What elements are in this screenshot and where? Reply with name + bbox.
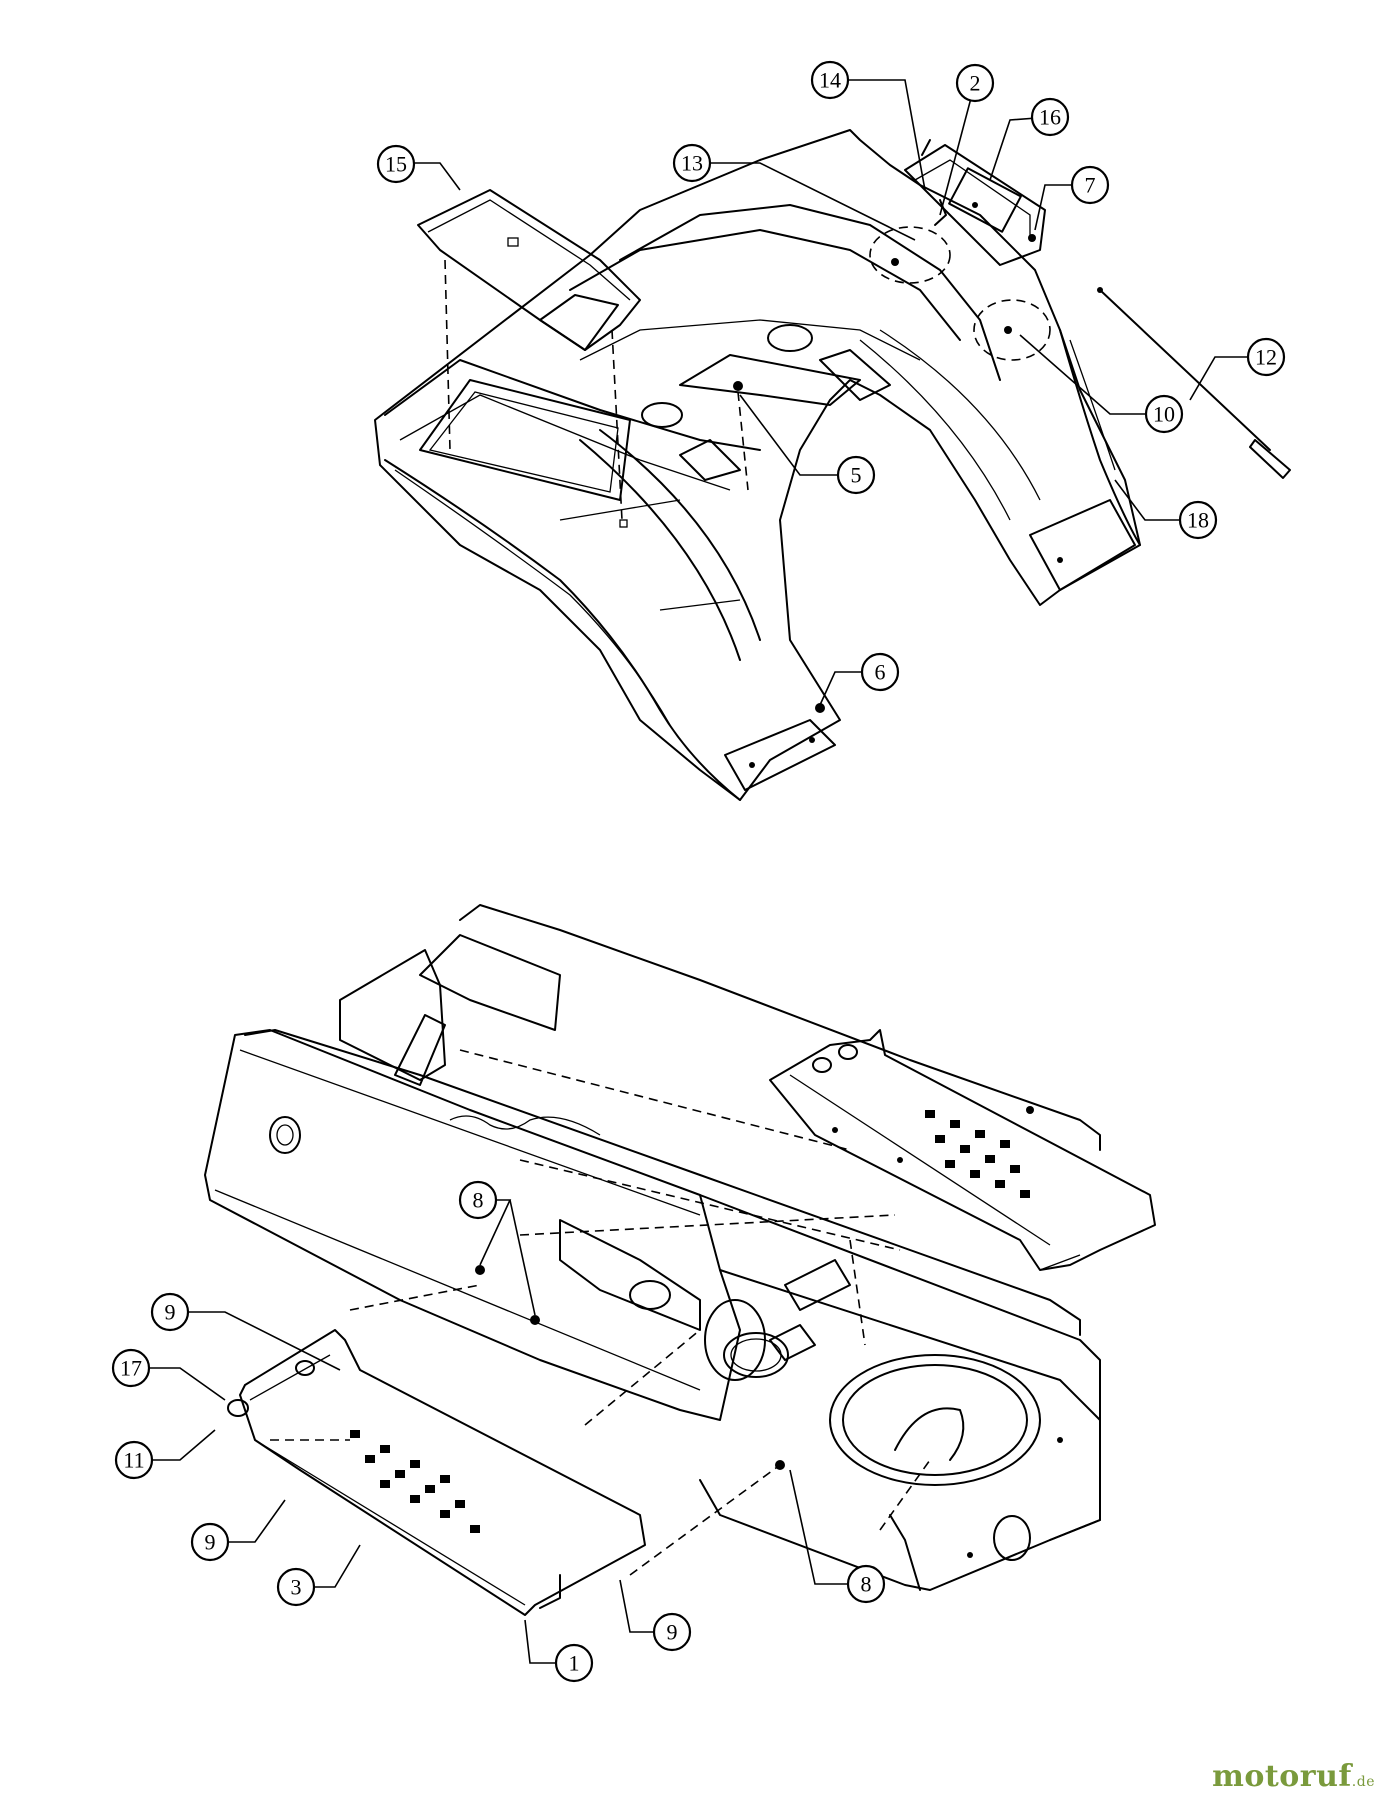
bolt-12 — [1097, 287, 1291, 479]
callout-15: 15 — [376, 144, 416, 184]
leader-lines — [148, 79, 1248, 1664]
fender-body — [374, 129, 1141, 801]
callout-6-label: 6 — [875, 660, 886, 685]
left-floor-plate — [227, 1329, 646, 1616]
callout-16: 16 — [1030, 97, 1070, 137]
callout-8-bottom: 8 — [846, 1564, 886, 1604]
callout-3-label: 3 — [291, 1575, 302, 1600]
right-floor-plate — [769, 1029, 1156, 1271]
switch-bracket — [904, 139, 1046, 266]
callout-9-bottom-label: 9 — [667, 1620, 678, 1645]
callout-12: 12 — [1246, 337, 1286, 377]
frame — [204, 904, 1101, 1591]
bolt-5 — [733, 381, 743, 391]
callout-5: 5 — [836, 455, 876, 495]
callout-11-label: 11 — [123, 1448, 144, 1473]
watermark-logo: motoruf.de — [1212, 1759, 1375, 1794]
callout-17-label: 17 — [120, 1356, 142, 1381]
callout-7: 7 — [1070, 165, 1110, 205]
callout-11: 11 — [114, 1440, 154, 1480]
callout-9-mid: 9 — [190, 1522, 230, 1562]
bolt-5-dash — [737, 391, 749, 491]
callout-10: 10 — [1144, 394, 1184, 434]
callout-9-bottom: 9 — [652, 1612, 692, 1652]
callout-14: 14 — [810, 60, 850, 100]
watermark-main: motoruf — [1212, 1759, 1352, 1794]
seat-pan — [417, 189, 641, 528]
callout-15-label: 15 — [385, 152, 407, 177]
callout-18-label: 18 — [1187, 508, 1209, 533]
callout-3: 3 — [276, 1567, 316, 1607]
callout-18: 18 — [1178, 500, 1218, 540]
callout-6: 6 — [860, 652, 900, 692]
callout-13: 13 — [672, 143, 712, 183]
callout-1-label: 1 — [569, 1651, 580, 1676]
callout-16-label: 16 — [1039, 105, 1061, 130]
callout-1: 1 — [554, 1643, 594, 1683]
callout-9-top-label: 9 — [165, 1300, 176, 1325]
callout-2-label: 2 — [970, 71, 981, 96]
watermark-tld: .de — [1351, 1774, 1375, 1790]
callout-8-top-label: 8 — [473, 1188, 484, 1213]
callout-13-label: 13 — [681, 151, 703, 176]
bolt-6 — [815, 703, 825, 713]
callout-8-top: 8 — [458, 1180, 498, 1220]
callout-9-mid-label: 9 — [205, 1530, 216, 1555]
callout-2: 2 — [955, 63, 995, 103]
callout-12-label: 12 — [1255, 345, 1277, 370]
callout-14-label: 14 — [819, 68, 841, 93]
callout-10-label: 10 — [1153, 402, 1175, 427]
callout-8-bottom-label: 8 — [861, 1572, 872, 1597]
callout-7-label: 7 — [1085, 173, 1096, 198]
callout-9-top: 9 — [150, 1292, 190, 1332]
callout-17: 17 — [111, 1348, 151, 1388]
callout-5-label: 5 — [851, 463, 862, 488]
